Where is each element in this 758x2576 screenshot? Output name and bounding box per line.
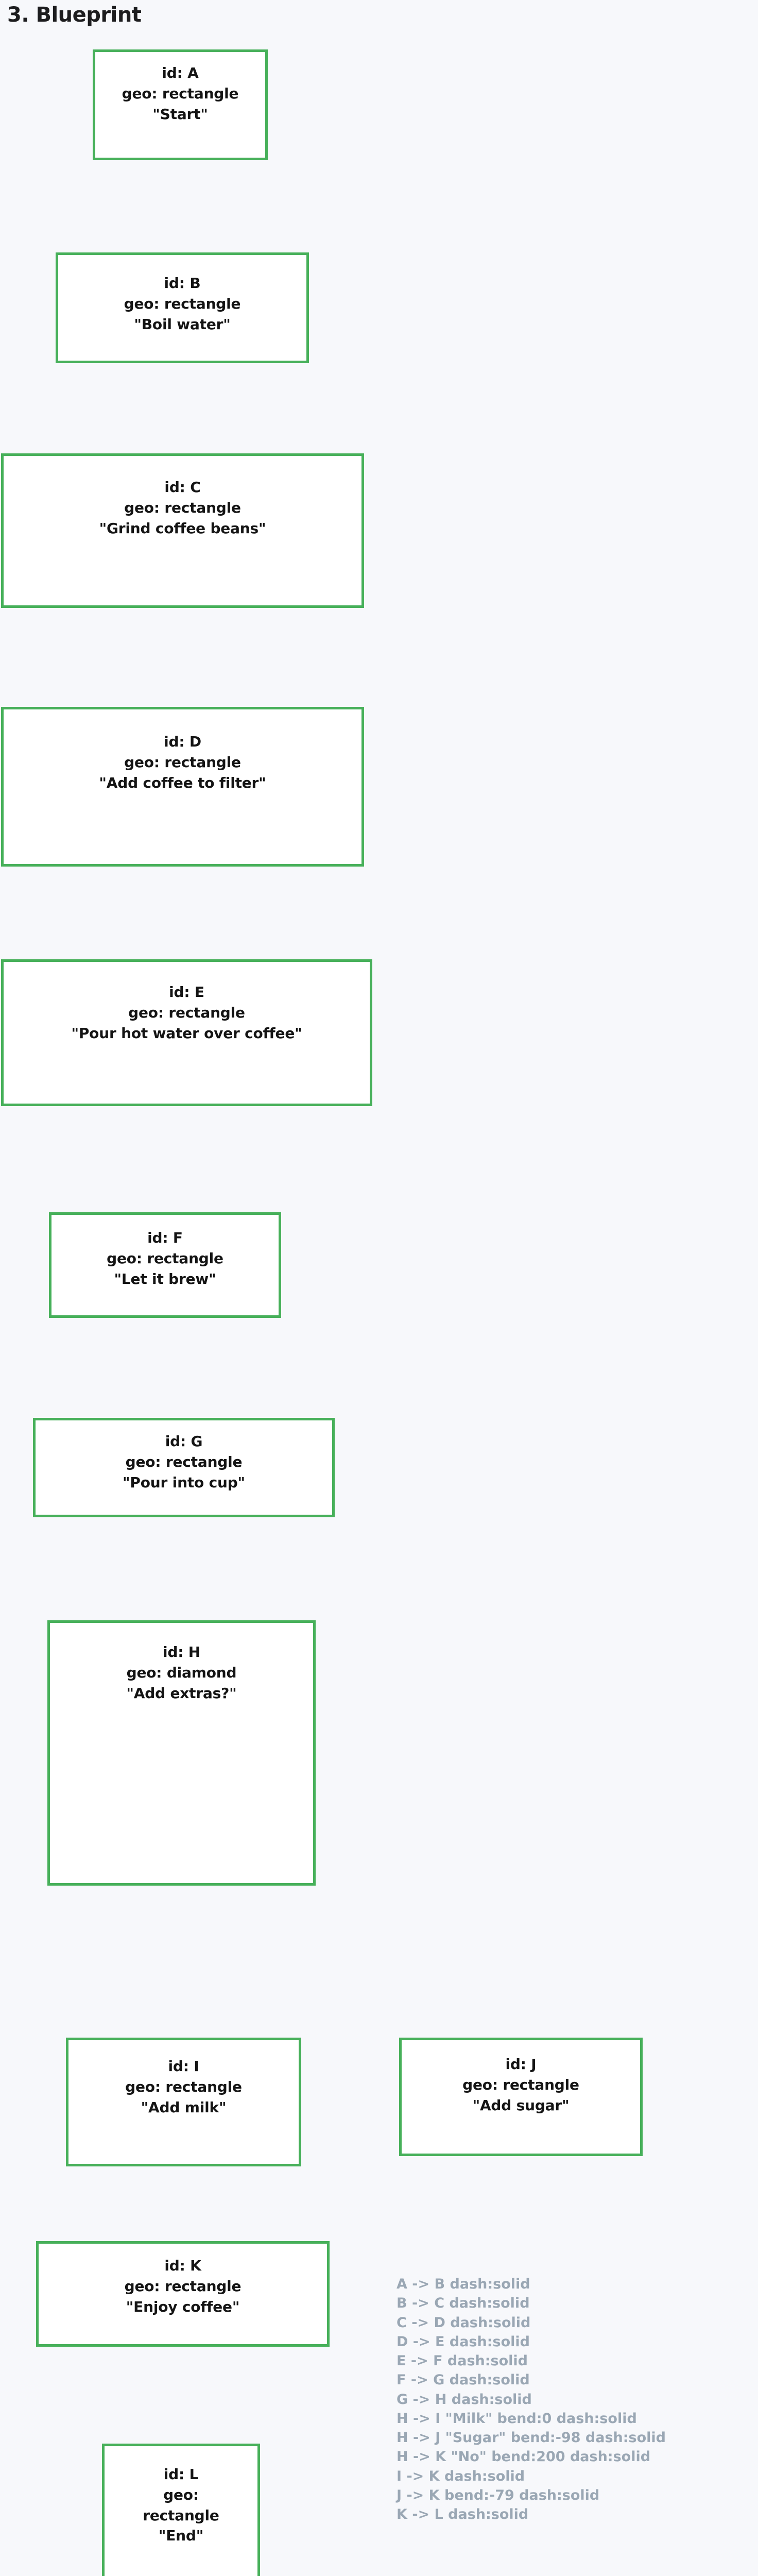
edge-row: J -> K bend:-79 dash:solid (397, 2487, 600, 2503)
shape-id-line: id: I (168, 2058, 199, 2075)
shape-label-line: "Boil water" (134, 315, 231, 333)
shape-label-line: "Grind coffee beans" (99, 519, 266, 537)
shape-node-e[interactable]: id: E geo: rectangle "Pour hot water ove… (1, 959, 372, 1106)
shape-geo-line: geo: rectangle (107, 1249, 223, 1267)
shape-node-f[interactable]: id: F geo: rectangle "Let it brew" (49, 1212, 281, 1318)
shape-id-line: id: H (162, 1643, 201, 1660)
shape-label-line: "Let it brew" (114, 1270, 216, 1287)
edge-row: E -> F dash:solid (397, 2353, 528, 2369)
shape-geo-line: geo: rectangle (128, 1004, 245, 1021)
shape-id-line: id: F (147, 1229, 183, 1246)
shape-geo-line: geo: rectangle (124, 2277, 242, 2295)
shape-node-j[interactable]: id: J geo: rectangle "Add sugar" (399, 2038, 643, 2156)
shape-label-line: "Add extras?" (126, 1684, 237, 1702)
edge-row: H -> K "No" bend:200 dash:solid (397, 2449, 651, 2465)
shape-label-line: "Add coffee to filter" (99, 774, 266, 791)
shape-geo-line: geo: rectangle (124, 499, 241, 516)
edge-list: A -> B dash:solid B -> C dash:solid C ->… (397, 2275, 752, 2524)
shape-id-line: id: E (169, 984, 204, 1001)
shape-node-i[interactable]: id: I geo: rectangle "Add milk" (66, 2038, 301, 2166)
shape-geo-line-continued: rectangle (143, 2506, 219, 2524)
edge-row: A -> B dash:solid (397, 2276, 530, 2292)
edge-row: K -> L dash:solid (397, 2506, 529, 2522)
shape-text-block: id: B geo: rectangle "Boil water" (58, 255, 306, 334)
edge-row: H -> I "Milk" bend:0 dash:solid (397, 2410, 637, 2427)
shape-label-line: "Enjoy coffee" (126, 2298, 240, 2315)
shape-label-line: "Start" (152, 105, 208, 123)
edge-row: B -> C dash:solid (397, 2295, 530, 2312)
shape-text-block: id: F geo: rectangle "Let it brew" (51, 1215, 279, 1289)
shape-id-line: id: L (163, 2466, 199, 2483)
edge-row: H -> J "Sugar" bend:-98 dash:solid (397, 2430, 666, 2446)
shape-text-block: id: H geo: diamond "Add extras?" (50, 1623, 313, 1703)
shape-node-d[interactable]: id: D geo: rectangle "Add coffee to filt… (1, 707, 364, 867)
shape-id-line: id: G (165, 1433, 203, 1450)
shape-text-block: id: E geo: rectangle "Pour hot water ove… (4, 962, 370, 1043)
shape-text-block: id: I geo: rectangle "Add milk" (68, 2040, 299, 2117)
shape-label-line: "Pour hot water over coffee" (71, 1024, 302, 1042)
shape-label-line: "Add milk" (141, 2098, 227, 2116)
edge-row: D -> E dash:solid (397, 2333, 530, 2350)
edge-row: I -> K dash:solid (397, 2468, 525, 2484)
shape-geo-line: geo: rectangle (122, 84, 239, 102)
edge-row: G -> H dash:solid (397, 2391, 532, 2408)
shape-text-block: id: G geo: rectangle "Pour into cup" (36, 1420, 332, 1492)
shape-geo-line: geo: rectangle (125, 2078, 242, 2095)
shape-text-block: id: A geo: rectangle "Start" (95, 52, 265, 124)
shape-text-block: id: L geo: rectangle "End" (105, 2446, 257, 2546)
shape-node-k[interactable]: id: K geo: rectangle "Enjoy coffee" (36, 2241, 330, 2347)
shape-geo-line: geo: rectangle (124, 753, 241, 771)
shape-geo-line: geo: rectangle (462, 2076, 579, 2093)
shape-node-b[interactable]: id: B geo: rectangle "Boil water" (56, 252, 309, 363)
shape-node-a[interactable]: id: A geo: rectangle "Start" (93, 49, 268, 160)
shape-id-line: id: J (505, 2056, 537, 2073)
shape-id-line: id: D (164, 733, 201, 750)
shape-id-line: id: B (164, 275, 201, 292)
shape-text-block: id: C geo: rectangle "Grind coffee beans… (4, 456, 361, 538)
shape-geo-line: geo: rectangle (125, 1453, 243, 1470)
shape-label-line: "Pour into cup" (123, 1473, 245, 1491)
edge-row: F -> G dash:solid (397, 2372, 530, 2388)
shape-id-line: id: K (164, 2257, 201, 2274)
shape-node-h[interactable]: id: H geo: diamond "Add extras?" (47, 1620, 316, 1886)
page-title: 3. Blueprint (7, 3, 142, 27)
shape-id-line: id: A (162, 64, 199, 81)
shape-id-line: id: C (164, 479, 201, 496)
shape-node-c[interactable]: id: C geo: rectangle "Grind coffee beans… (1, 453, 364, 608)
shape-text-block: id: K geo: rectangle "Enjoy coffee" (39, 2244, 327, 2316)
shape-node-l[interactable]: id: L geo: rectangle "End" (102, 2444, 260, 2576)
shape-geo-line: geo: rectangle (124, 295, 241, 312)
shape-geo-line: geo: diamond (126, 1664, 237, 1681)
shape-label-line: "Add sugar" (472, 2096, 570, 2114)
shape-node-g[interactable]: id: G geo: rectangle "Pour into cup" (33, 1418, 335, 1517)
shape-text-block: id: D geo: rectangle "Add coffee to filt… (4, 709, 361, 792)
shape-geo-line: geo: (163, 2486, 199, 2503)
shape-text-block: id: J geo: rectangle "Add sugar" (402, 2040, 640, 2115)
shape-label-line: "End" (158, 2527, 204, 2545)
edge-row: C -> D dash:solid (397, 2314, 531, 2331)
